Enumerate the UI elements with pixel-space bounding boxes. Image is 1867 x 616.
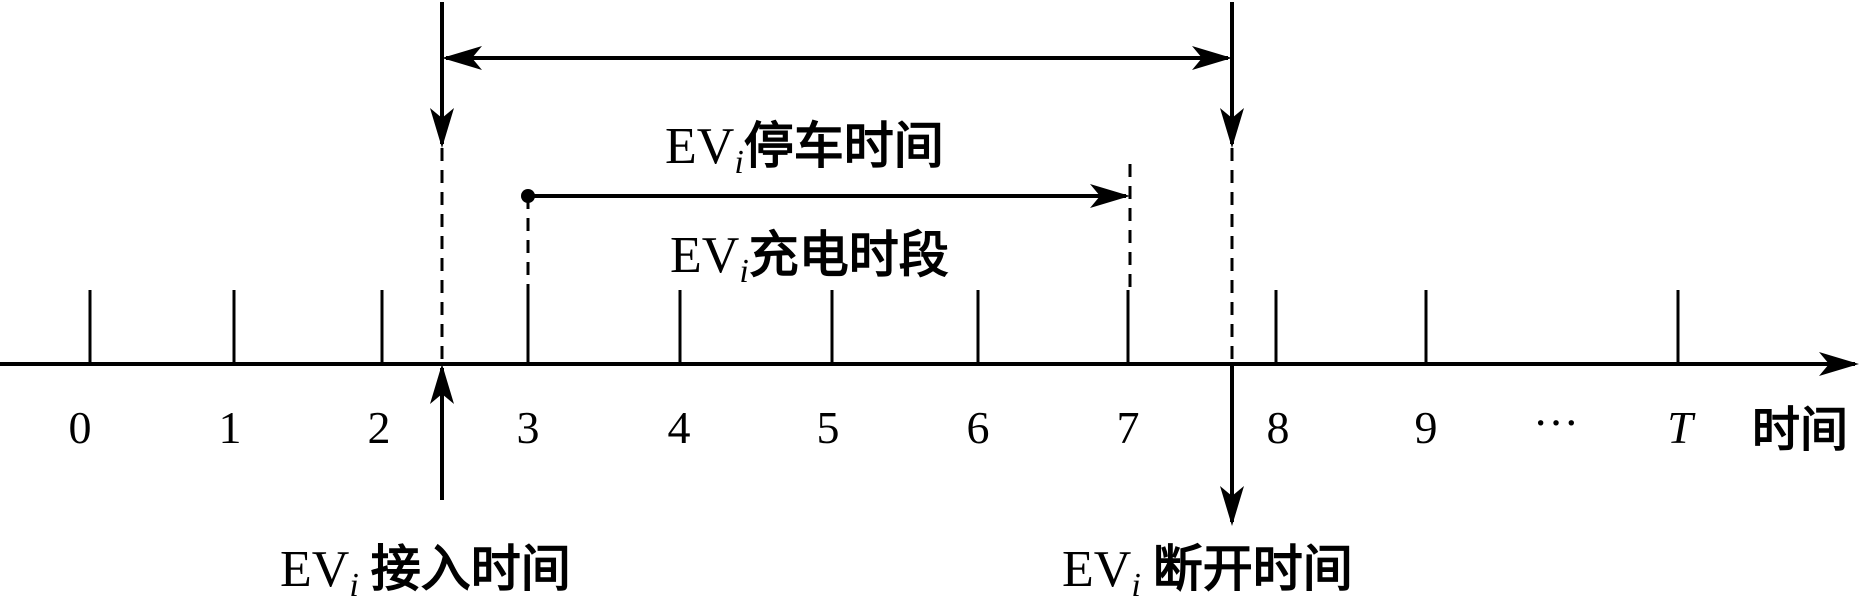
axis-label: 时间 bbox=[1752, 402, 1848, 458]
charging-subscript: i bbox=[739, 253, 748, 290]
tick-label-end: T bbox=[1667, 402, 1696, 453]
tick-label: 7 bbox=[1117, 402, 1140, 453]
charging-ev: EV bbox=[670, 227, 739, 284]
disconnect-time-label: EVi 断开时间 bbox=[1062, 540, 1353, 604]
disconnect-text: 断开时间 bbox=[1153, 540, 1353, 598]
parking-time-label: EVi停车时间 bbox=[665, 117, 944, 181]
dashed-guides bbox=[440, 148, 1234, 364]
tick-label: 3 bbox=[517, 402, 540, 453]
tick-label: 2 bbox=[368, 402, 391, 453]
tick-label: 9 bbox=[1415, 402, 1438, 453]
tick-label: 6 bbox=[967, 402, 990, 453]
parking-text: 停车时间 bbox=[744, 117, 944, 175]
connect-text: 接入时间 bbox=[371, 540, 571, 598]
connect-subscript: i bbox=[349, 567, 358, 604]
charging-text: 充电时段 bbox=[749, 226, 949, 284]
connect-ev: EV bbox=[280, 541, 349, 598]
tick-label: 4 bbox=[668, 402, 691, 453]
tick-label: 0 bbox=[69, 402, 92, 453]
connect-time-label: EVi 接入时间 bbox=[280, 540, 571, 604]
parking-subscript: i bbox=[734, 144, 743, 181]
charging-period-label: EVi充电时段 bbox=[670, 226, 949, 290]
parking-ev: EV bbox=[665, 118, 734, 175]
disconnect-ev: EV bbox=[1062, 541, 1131, 598]
tick-labels: 0 1 2 3 4 5 6 7 8 9 ··· T bbox=[69, 397, 1697, 453]
disconnect-subscript: i bbox=[1131, 567, 1140, 604]
tick-label: 1 bbox=[219, 402, 242, 453]
tick-marks bbox=[88, 290, 1680, 364]
tick-label: 5 bbox=[817, 402, 840, 453]
tick-ellipsis: ··· bbox=[1533, 397, 1579, 448]
tick-label: 8 bbox=[1267, 402, 1290, 453]
